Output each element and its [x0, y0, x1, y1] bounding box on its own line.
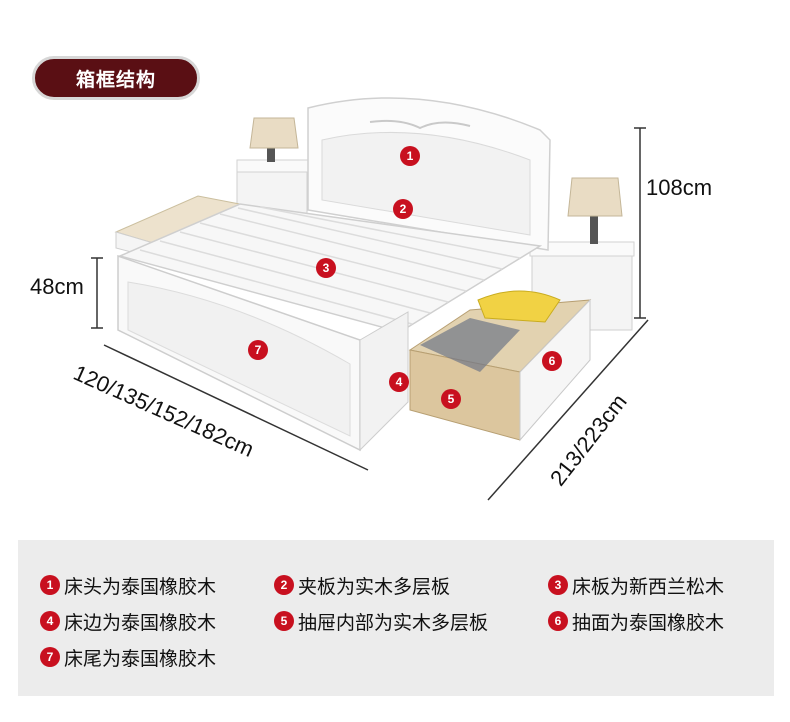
width-line	[103, 344, 369, 471]
left-nightstand	[236, 117, 310, 219]
marker-2: 2	[393, 199, 413, 219]
legend-item-2: 2 夹板为实木多层板	[274, 573, 451, 598]
side-rail	[359, 311, 409, 452]
marker-1: 1	[400, 146, 420, 166]
legend-text: 抽面为泰国橡胶木	[572, 611, 725, 634]
marker-7: 7	[248, 340, 268, 360]
side-height-dimension-label: 48cm	[30, 274, 84, 299]
legend-number-badge: 2	[274, 575, 294, 595]
legend-number-badge: 7	[40, 647, 60, 667]
legend-text: 床边为泰国橡胶木	[64, 611, 217, 634]
marker-4: 4	[389, 372, 409, 392]
marker-6: 6	[542, 351, 562, 371]
dimension-lines	[91, 127, 649, 501]
legend-text: 床尾为泰国橡胶木	[64, 647, 217, 670]
material-legend: 1 床头为泰国橡胶木 2 夹板为实木多层板 3 床板为新西兰松木 4 床边为泰国…	[18, 540, 774, 696]
legend-number-badge: 5	[274, 611, 294, 631]
storage-drawer	[408, 290, 592, 442]
section-title-pill: 箱框结构	[32, 56, 200, 100]
legend-number-badge: 6	[548, 611, 568, 631]
legend-text: 夹板为实木多层板	[298, 575, 451, 598]
height-dimension-label: 108cm	[646, 175, 713, 200]
legend-number-badge: 3	[548, 575, 568, 595]
legend-text: 床头为泰国橡胶木	[64, 575, 217, 598]
legend-item-7: 7 床尾为泰国橡胶木	[40, 645, 217, 670]
section-title: 箱框结构	[75, 68, 156, 91]
marker-5: 5	[441, 389, 461, 409]
headboard	[307, 97, 551, 251]
marker-3: 3	[316, 258, 336, 278]
legend-item-4: 4 床边为泰国橡胶木	[40, 609, 217, 634]
legend-item-5: 5 抽屉内部为实木多层板	[274, 609, 489, 634]
length-line	[487, 319, 649, 501]
legend-text: 抽屉内部为实木多层板	[298, 611, 489, 634]
legend-text: 床板为新西兰松木	[572, 575, 725, 598]
bed-illustration	[91, 97, 649, 501]
legend-number-badge: 1	[40, 575, 60, 595]
legend-item-3: 3 床板为新西兰松木	[548, 573, 725, 598]
legend-item-1: 1 床头为泰国橡胶木	[40, 573, 217, 598]
legend-number-badge: 4	[40, 611, 60, 631]
legend-item-6: 6 抽面为泰国橡胶木	[548, 609, 725, 634]
